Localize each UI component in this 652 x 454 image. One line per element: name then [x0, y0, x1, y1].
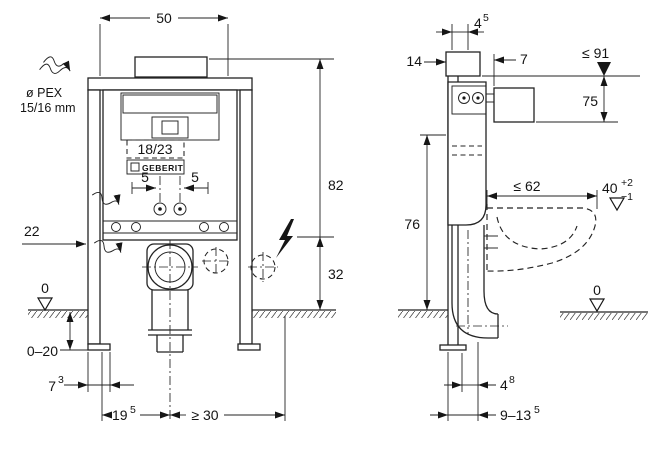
dim-frame-width: 50: [99, 10, 229, 76]
water-supply-icon: [93, 239, 123, 253]
dim-supply-22: 22: [22, 223, 86, 248]
alternative-outlet-positions: [202, 247, 278, 282]
drain-elbow: [451, 225, 508, 339]
lightning-icon: [276, 219, 294, 258]
dim-4-5-label: 4: [474, 15, 482, 31]
dim-7-3-label: 7: [48, 378, 56, 394]
dim-offset-19-5: 19 5: [101, 352, 170, 423]
dim-19-5-sup: 5: [130, 404, 136, 416]
dim-wall-gap-7: 7: [493, 51, 528, 86]
brand-label: GEBERIT: [142, 163, 184, 173]
cistern-front: GEBERIT 18/23: [102, 89, 238, 241]
dim-4-5-sup: 5: [483, 12, 489, 24]
actuator-size-label: 18/23: [137, 141, 172, 157]
dim-foot-width-7-3: 7 3: [48, 352, 134, 394]
fixation-rail: [103, 220, 237, 234]
dim-height-82-label: 82: [328, 177, 344, 193]
side-view: 0 4 5 14 7 ≤ 91 75: [398, 12, 648, 423]
dim-max-91-label: ≤ 91: [582, 45, 609, 61]
dim-4-8-sup: 8: [509, 374, 515, 386]
floor-front: [28, 309, 336, 318]
dim-pipe-right-label: 5: [191, 169, 199, 185]
dim-max-height-91: ≤ 91: [482, 45, 640, 77]
level-zero-front-label: 0: [41, 280, 49, 296]
dim-plate-4-5: 4 5: [436, 12, 489, 50]
dim-foot-adjust-label: 0–20: [27, 343, 58, 359]
dim-max-62-label: ≤ 62: [513, 178, 540, 194]
dim-outlet-4-8: 4 8: [444, 342, 515, 421]
dim-9-13-5-label: 9–13: [500, 407, 531, 423]
dim-22-label: 22: [24, 223, 40, 239]
dim-pipe-left-label: 5: [141, 169, 149, 185]
mounting-frame: [87, 77, 261, 351]
level-zero-side-label: 0: [593, 282, 601, 298]
dim-height-82: 82: [209, 58, 344, 310]
dim-seat-plus-tol: +2: [621, 177, 633, 189]
dim-19-5-label: 19: [112, 407, 128, 423]
dim-seat-height-40: 40 +2 −1: [602, 177, 633, 212]
dim-32-label: 32: [328, 266, 344, 282]
flush-actuator-plate: [134, 56, 208, 78]
foot-plate-right: [237, 343, 261, 351]
level-marker-open-icon: [36, 297, 54, 312]
pex-label-line1: ø PEX: [26, 86, 63, 100]
dim-outlet-range-9-13-5: 9–13 5: [430, 352, 540, 423]
dim-7-label: 7: [520, 51, 528, 67]
flush-actuator-plate-side: [445, 51, 481, 77]
actuator-size-box: [126, 139, 185, 159]
dim-seat-minus-tol: −1: [621, 191, 633, 203]
dim-clearance-min-30: ≥ 30: [170, 316, 286, 423]
foot-plate-side: [439, 344, 467, 351]
front-view: GEBERIT 18/23 5 5: [20, 10, 344, 423]
dim-bowl-depth-62: ≤ 62: [486, 178, 598, 209]
dim-seat-40-label: 40: [602, 180, 618, 196]
wall-section: [493, 87, 535, 123]
dim-76-label: 76: [404, 216, 420, 232]
dim-min-30-label: ≥ 30: [191, 407, 218, 423]
dim-75-label: 75: [582, 93, 598, 109]
dim-7-3-sup: 3: [58, 374, 64, 386]
cistern-side: [447, 81, 494, 226]
dim-outlet-32: 32: [297, 236, 344, 282]
foot-plate-left: [87, 343, 111, 351]
water-supply-icon: [39, 56, 71, 74]
wc-bowl-outline: [486, 204, 597, 272]
dim-frame-width-label: 50: [156, 10, 172, 26]
dim-9-13-5-sup: 5: [534, 404, 540, 416]
supply-pipes: 5 5: [131, 169, 209, 216]
level-marker-open-icon: [608, 197, 626, 212]
dim-foot-adjust: 0–20: [27, 312, 88, 359]
brand-logo: GEBERIT: [126, 159, 185, 175]
dim-frame-height-76: 76: [404, 134, 446, 310]
level-marker-filled-icon: [597, 62, 611, 76]
dim-14-label: 14: [406, 53, 422, 69]
level-marker-open-icon: [588, 298, 606, 313]
pex-label-line2: 15/16 mm: [20, 101, 76, 115]
dim-4-8-label: 4: [500, 377, 508, 393]
dim-depth-14: 14: [406, 53, 446, 69]
dim-plate-height-75: 75: [536, 76, 618, 123]
floor-side: [398, 309, 648, 320]
water-supply-icon: [91, 191, 121, 205]
